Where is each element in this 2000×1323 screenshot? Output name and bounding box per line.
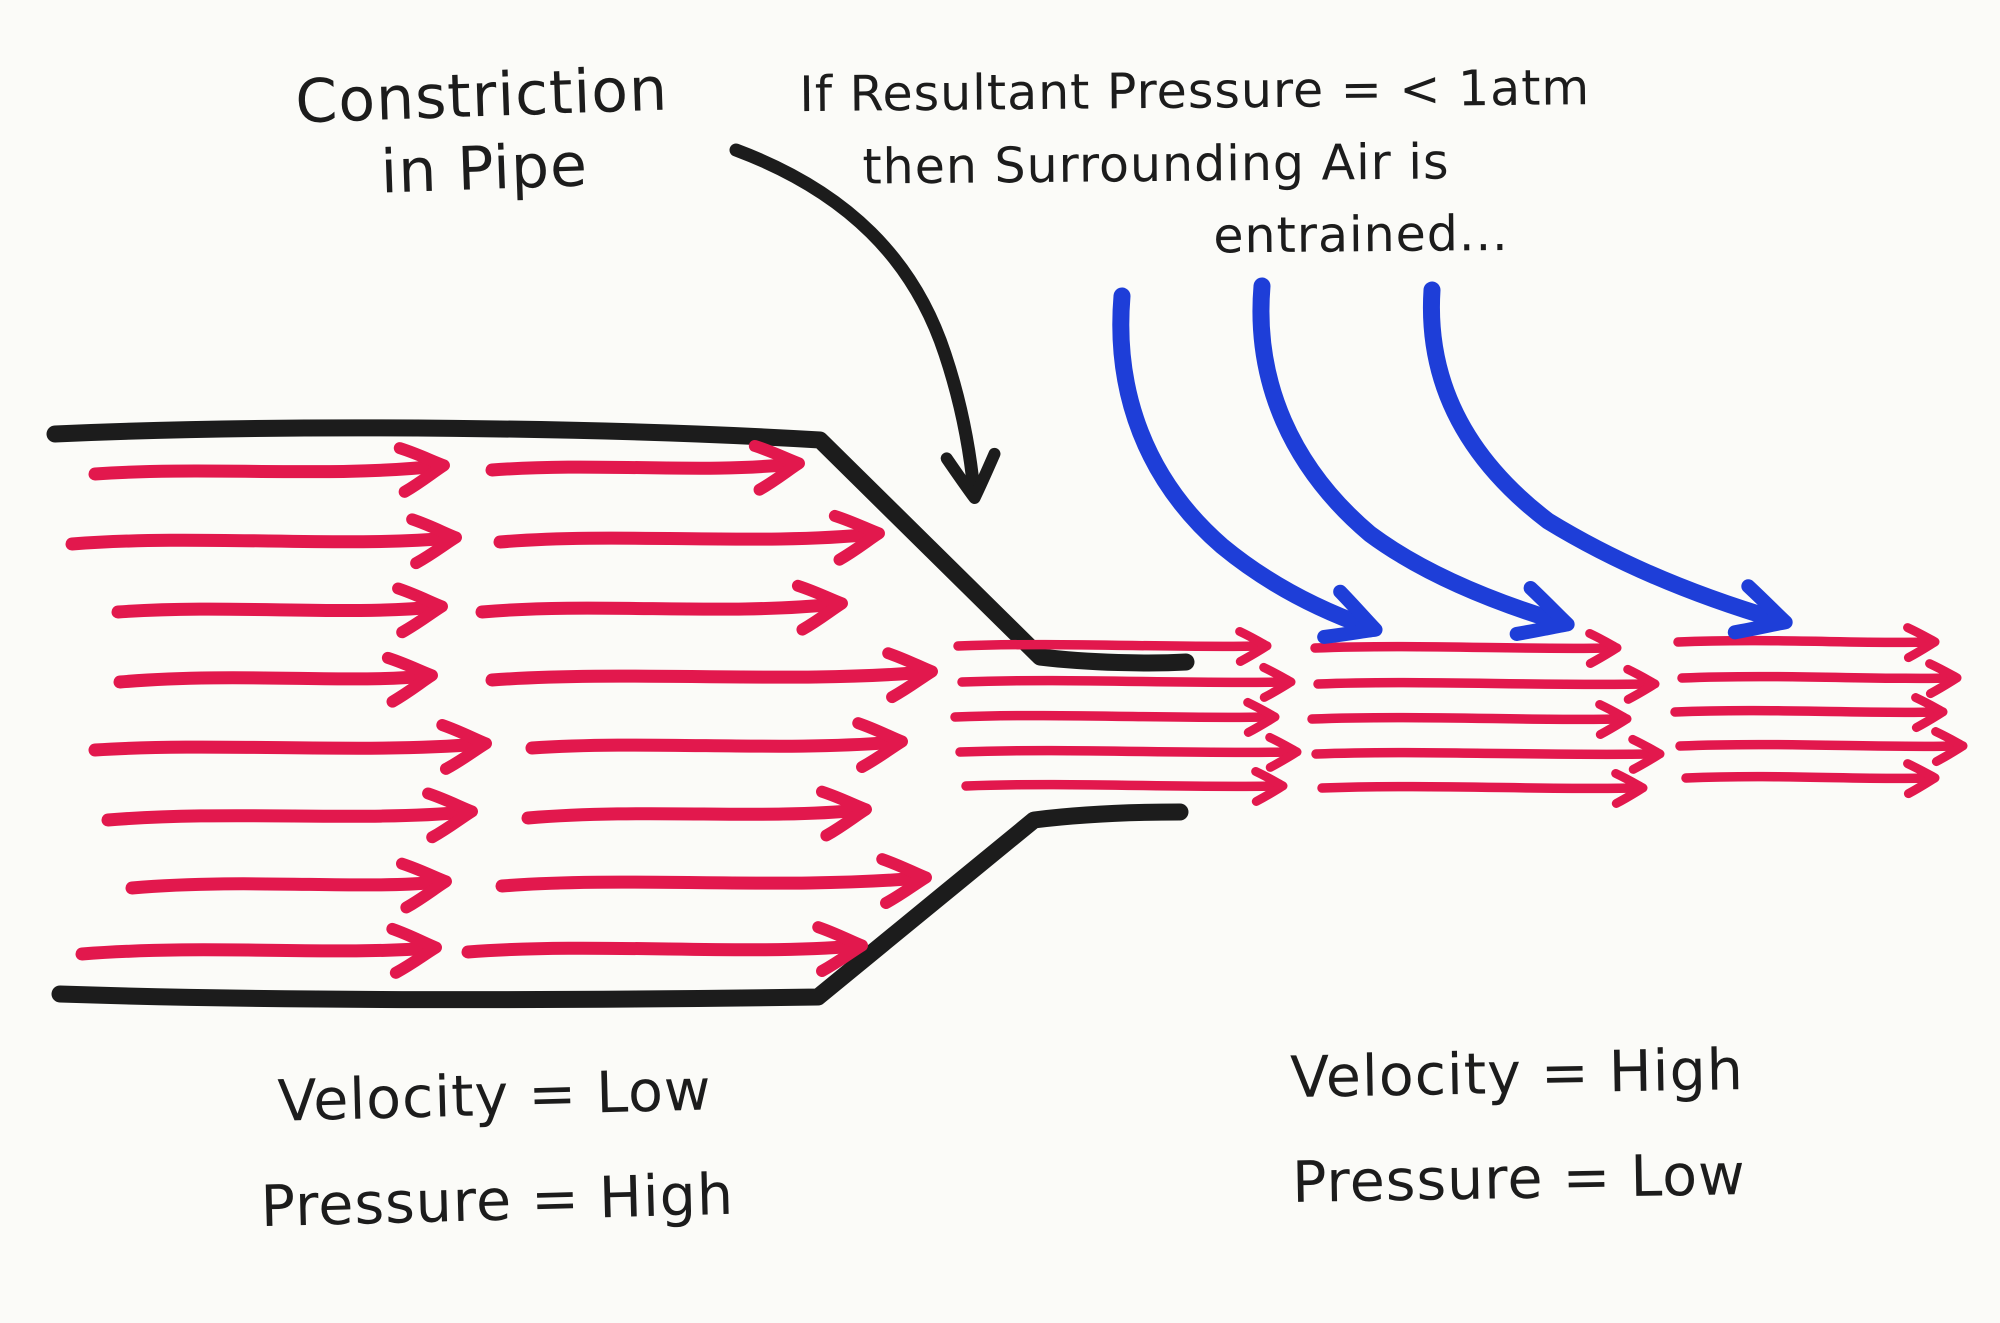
jet-line-arrow <box>957 662 1296 702</box>
entrained-air-arrow <box>1252 277 1575 641</box>
downstream-state-label: Velocity = High Pressure = Low <box>1224 1017 1812 1238</box>
jet-line-arrow <box>1311 734 1665 774</box>
streamline-arrow <box>521 785 872 842</box>
jet-bundle-3 <box>1670 623 1968 799</box>
jet-line-arrow <box>950 697 1280 737</box>
downstream-pressure-label: Pressure = Low <box>1291 1142 1747 1217</box>
constriction-pointer-arrow <box>729 143 1001 504</box>
jet-line-arrow <box>953 626 1272 666</box>
jet-line-arrow <box>1675 727 1968 767</box>
streamline-arrow <box>65 513 462 570</box>
pipe-top-wall <box>46 419 1195 672</box>
jet-line-arrow <box>955 732 1302 772</box>
entrained-air-arrow <box>1422 281 1793 640</box>
streamline-arrow <box>125 857 452 914</box>
entrainment-note-line3: entrained... <box>1213 204 1509 265</box>
jet-line-arrow <box>961 766 1288 806</box>
streamline-arrow <box>485 647 938 704</box>
wide-section-streamlines <box>65 439 938 979</box>
upstream-state-label: Velocity = Low Pressure = High <box>243 1037 748 1261</box>
jet-bundle-1 <box>950 626 1302 806</box>
upstream-velocity-label: Velocity = Low <box>276 1057 713 1135</box>
narrow-section-jet-bundles <box>950 623 1968 808</box>
streamline-arrow <box>113 651 438 708</box>
constriction-label-line2: in Pipe <box>379 130 590 208</box>
streamline-arrow <box>101 787 478 844</box>
streamline-arrow <box>525 717 908 774</box>
downstream-velocity-label: Velocity = High <box>1289 1037 1745 1111</box>
streamline-arrow <box>111 582 448 639</box>
pipe-walls <box>46 419 1195 1009</box>
jet-line-arrow <box>1307 699 1632 739</box>
jet-bundle-2 <box>1307 628 1665 808</box>
streamline-arrow <box>75 922 442 979</box>
upstream-pressure-label: Pressure = High <box>259 1162 735 1241</box>
streamline-arrow <box>495 853 932 909</box>
constriction-label: Constriction in Pipe <box>256 52 711 214</box>
jet-line-arrow <box>1673 623 1940 663</box>
streamline-arrow <box>493 509 885 566</box>
jet-line-arrow <box>1677 659 1962 699</box>
jet-line-arrow <box>1681 759 1940 799</box>
streamline-arrow <box>88 719 492 775</box>
jet-line-arrow <box>1670 693 1948 733</box>
entrainment-note: If Resultant Pressure = < 1atm then Surr… <box>799 53 1591 277</box>
entrained-air-arrows <box>1112 277 1793 644</box>
entrained-air-arrow <box>1112 287 1383 644</box>
entrainment-note-line1: If Resultant Pressure = < 1atm <box>799 59 1591 124</box>
streamline-arrow <box>485 439 805 496</box>
jet-line-arrow <box>1313 664 1660 704</box>
pipe-bottom-wall <box>51 803 1189 1009</box>
entrainment-note-line2: then Surrounding Air is <box>862 132 1450 196</box>
streamline-arrow <box>461 921 868 978</box>
jet-line-arrow <box>1317 768 1648 808</box>
streamline-arrow <box>88 442 450 498</box>
jet-line-arrow <box>1310 628 1622 668</box>
streamline-arrow <box>475 579 848 636</box>
